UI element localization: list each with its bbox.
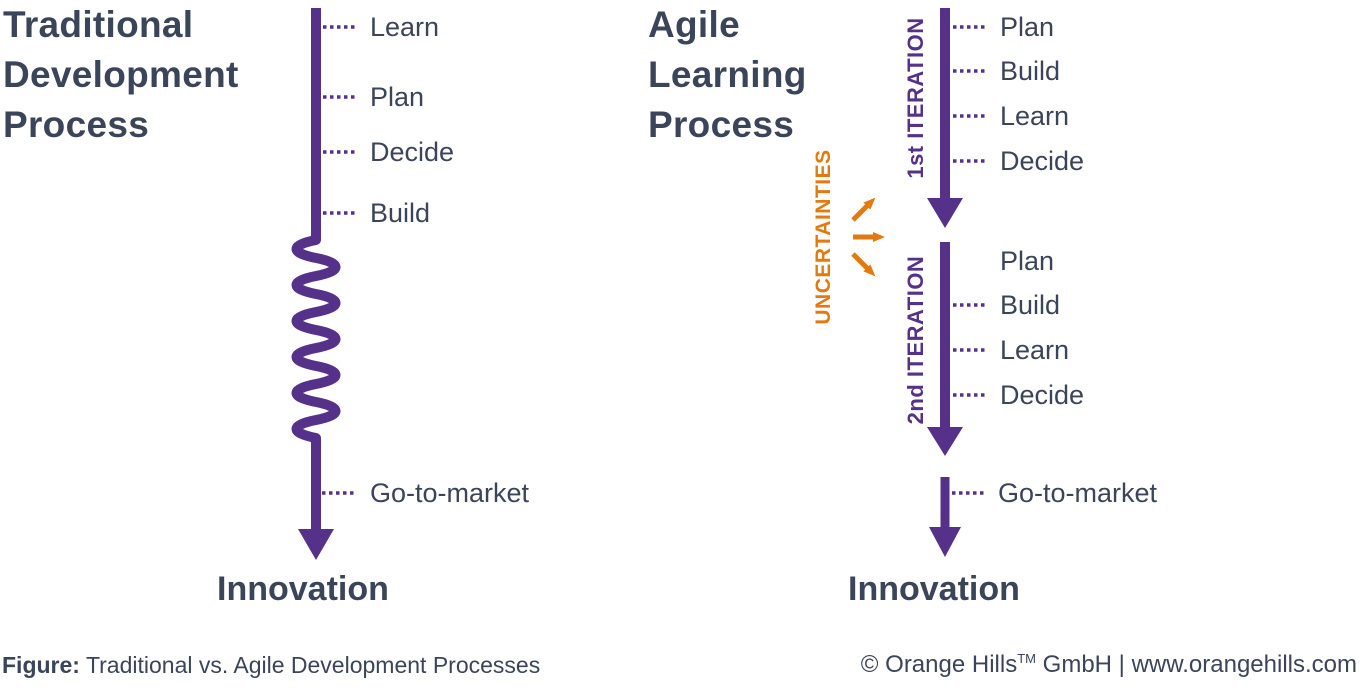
step-label-decide: Decide [370, 137, 455, 167]
figure-caption-text: Traditional vs. Agile Development Proces… [85, 652, 541, 678]
traditional-process-arrow [291, 8, 341, 560]
iter1-step-decide: Decide [1000, 146, 1085, 176]
step-label-build: Build [370, 198, 431, 228]
step-label-plan: Plan [370, 82, 425, 112]
uncertainties-label: UNCERTAINTIES [812, 149, 835, 325]
iter2-step-decide: Decide [1000, 380, 1085, 410]
iteration2-arrow [927, 242, 963, 456]
go-to-market-arrow [929, 477, 961, 557]
iter2-step-build: Build [1000, 290, 1061, 320]
iter1-step-learn: Learn [1000, 101, 1070, 131]
iter1-step-plan: Plan [1000, 12, 1055, 42]
iter2-step-plan: Plan [1000, 246, 1055, 276]
uncertainty-arrows [851, 197, 885, 277]
squiggle-spine [291, 8, 341, 531]
traditional-title: Traditional Development Process [3, 4, 239, 145]
iteration1-arrow [927, 8, 963, 228]
agile-step-go-to-market: Go-to-market [998, 478, 1158, 508]
agile-title: Agile Learning Process [648, 4, 807, 145]
step-label-learn: Learn [370, 12, 440, 42]
traditional-dotted-connectors [322, 25, 357, 495]
arrowhead [927, 198, 963, 228]
arrowhead [929, 527, 961, 557]
copyright-line: © Orange HillsTM GmbH | www.orangehills.… [861, 650, 1357, 680]
figure-label: Figure: [2, 652, 80, 678]
trademark-mark: TM [1017, 651, 1036, 666]
innovation-label-left: Innovation [217, 570, 389, 608]
iter2-step-learn: Learn [1000, 335, 1070, 365]
innovation-label-right: Innovation [848, 570, 1020, 608]
iter1-step-build: Build [1000, 56, 1061, 86]
copyright-prefix: © Orange Hills [860, 651, 1018, 678]
iteration2-label: 2nd ITERATION [903, 255, 928, 425]
iteration1-label: 1st ITERATION [903, 17, 928, 179]
copyright-suffix: GmbH | www.orangehills.com [1042, 651, 1357, 678]
agile-dotted-connectors [952, 25, 986, 495]
arrowhead [927, 427, 963, 456]
step-label-go-to-market: Go-to-market [370, 478, 530, 508]
arrowhead [298, 529, 334, 560]
figure-caption: Figure: Traditional vs. Agile Developmen… [2, 650, 540, 680]
